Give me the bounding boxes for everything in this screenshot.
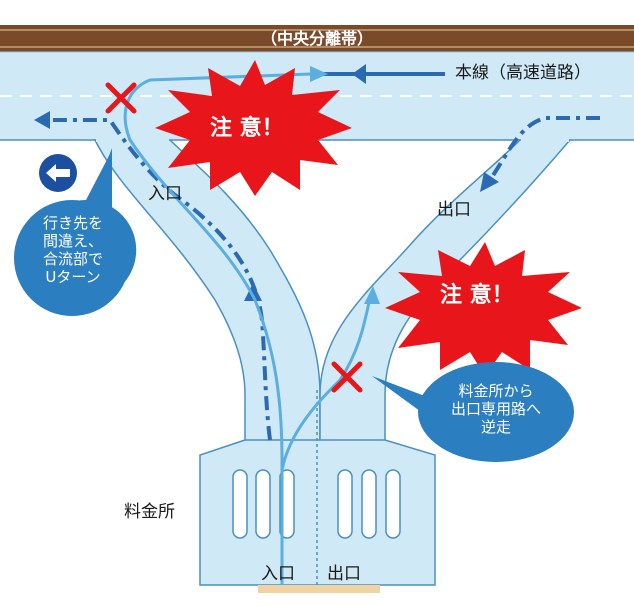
arrow-reverse-light-head	[364, 286, 380, 304]
callout-reverse-tail	[372, 376, 430, 414]
toll-booth	[385, 469, 401, 539]
callout-reverse-line: 逆走	[480, 418, 511, 436]
callout-reverse-text: 料金所から 出口専用路へ 逆走	[432, 382, 560, 436]
callout-uturn-circle	[14, 200, 130, 316]
warning-burst	[155, 60, 352, 196]
arrow-uturn-dash	[45, 118, 272, 441]
warning-text: 注 意！	[440, 283, 514, 308]
left-arrow-sign-icon	[39, 154, 77, 192]
arrow-reverse-light	[280, 297, 372, 471]
toll-booth	[232, 469, 248, 539]
callout-uturn-line: 行き先を	[42, 214, 103, 232]
arrow-merge-light-head	[310, 66, 328, 82]
tollgate-label: 料金所	[124, 502, 175, 522]
callout-uturn-tail	[88, 148, 112, 214]
callout-reverse-circle	[418, 362, 574, 462]
callout-reverse-line: 出口専用路へ	[450, 400, 541, 418]
toll-booth	[337, 469, 353, 539]
arrow-entrance-up-head	[244, 283, 262, 301]
highway-join-cover	[96, 132, 169, 142]
arrow-uturn-head	[34, 111, 50, 129]
median-label: （中央分離帯）	[260, 29, 373, 48]
arrow-merge-light	[123, 72, 311, 585]
mainline-label: 本線（高速道路）	[455, 63, 591, 83]
cross-mark-icon	[105, 82, 137, 114]
toll-exit-bar	[258, 585, 380, 593]
toll-booth	[255, 469, 271, 539]
callout-uturn-line: 合流部で	[42, 250, 103, 268]
toll-booth	[361, 469, 377, 539]
cross-mark-icon	[331, 361, 363, 393]
entrance-label: 入口	[148, 184, 182, 204]
warning-text: 注 意！	[210, 116, 284, 141]
arrow-exit-dash	[488, 116, 600, 182]
exit-label: 出口	[437, 200, 471, 220]
entrance-ramp	[93, 139, 321, 456]
callout-reverse-line: 料金所から	[458, 382, 534, 400]
callout-uturn-line: Uターン	[45, 268, 101, 286]
toll-entrance-label: 入口	[261, 564, 295, 584]
arrow-exit-head	[480, 172, 499, 192]
arrow-mainline-left-head	[352, 64, 366, 84]
warning-burst	[385, 242, 582, 376]
callout-uturn-line: 間違え、	[42, 232, 103, 250]
toll-exit-label: 出口	[327, 564, 361, 584]
highway-join-cover-2	[521, 132, 569, 142]
callout-uturn-text: 行き先を 間違え、 合流部で Uターン	[22, 214, 124, 286]
